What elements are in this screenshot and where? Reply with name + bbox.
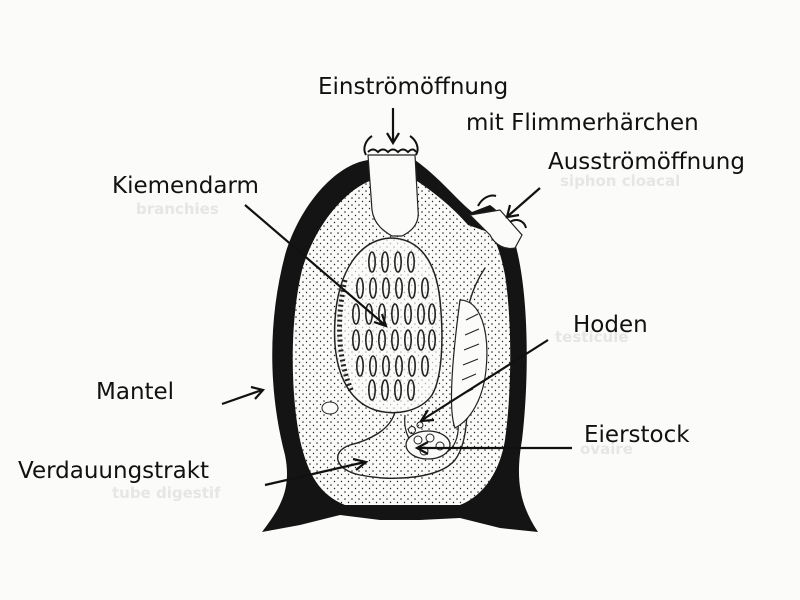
gill-slit	[407, 355, 416, 377]
arrow-gill-gut-head	[373, 313, 388, 328]
gill-slit	[355, 277, 364, 299]
gill-slit	[355, 355, 364, 377]
inflow-tentacle-left	[363, 135, 373, 156]
gill-slit	[403, 303, 412, 325]
gill-slit	[367, 379, 376, 401]
gill-slit	[380, 251, 389, 273]
label-digestive: Verdauungstrakt	[18, 458, 210, 484]
inflow-tentacle-right	[409, 135, 419, 156]
arrow-ovary-head	[414, 441, 429, 455]
inflow-cilia	[367, 148, 417, 154]
gill-slit	[407, 277, 416, 299]
gill-slit	[416, 303, 425, 325]
gill-slit	[390, 329, 399, 351]
gill-slit	[390, 303, 399, 325]
ovary	[405, 430, 451, 460]
gill-slit	[393, 379, 402, 401]
gill-slits	[351, 251, 436, 401]
ghost-label-siphon: siphon cloacal	[560, 172, 681, 190]
gill-slit	[368, 355, 377, 377]
arrow-digestive	[264, 460, 366, 487]
gill-slit	[420, 277, 429, 299]
ghost-label-tube: tube digestif	[112, 484, 221, 502]
gill-slit	[351, 329, 360, 351]
gill-slit	[420, 355, 429, 377]
arrow-testes	[421, 339, 549, 421]
label-cilia: mit Flimmerhärchen	[466, 110, 699, 136]
gill-slit	[364, 329, 373, 351]
gill-slit	[427, 329, 436, 351]
gill-slit	[367, 251, 376, 273]
label-ovary: Eierstock	[584, 422, 690, 448]
label-inflow: Einströmöffnung	[318, 74, 509, 100]
arrow-gill-gut	[244, 204, 386, 326]
gill-slit	[393, 251, 402, 273]
gill-slit	[394, 277, 403, 299]
arrow-digestive-head	[352, 457, 369, 471]
ghost-label-ovaire: ovaire	[580, 440, 633, 458]
gill-slit	[406, 379, 415, 401]
arrow-outflow-head	[505, 204, 520, 219]
gill-slit	[381, 277, 390, 299]
small-organ	[321, 401, 339, 415]
inflow-siphon	[367, 154, 419, 237]
outflow-cilia	[477, 194, 527, 229]
gill-slit	[377, 329, 386, 351]
gill-slit	[368, 277, 377, 299]
gill-slit	[416, 329, 425, 351]
arrow-mantle-head	[250, 385, 266, 400]
gill-slit	[380, 379, 389, 401]
gill-slit	[427, 303, 436, 325]
gill-slit	[394, 355, 403, 377]
gill-slit	[406, 251, 415, 273]
label-testes: Hoden	[573, 312, 648, 338]
gill-slit	[403, 329, 412, 351]
label-gill-gut: Kiemendarm	[112, 173, 259, 199]
gill-slit	[381, 355, 390, 377]
label-mantle: Mantel	[96, 379, 175, 405]
gill-slit	[351, 303, 360, 325]
arrow-outflow	[507, 187, 541, 217]
arrow-mantle	[221, 388, 263, 406]
ghost-label-branchies: branchies	[136, 200, 219, 218]
label-outflow: Ausströmöffnung	[548, 149, 745, 175]
arrow-testes-head	[418, 409, 435, 423]
arrow-inflow-head	[386, 132, 400, 146]
outflow-siphon	[468, 209, 523, 250]
ghost-label-testicule: testicule	[555, 328, 629, 346]
